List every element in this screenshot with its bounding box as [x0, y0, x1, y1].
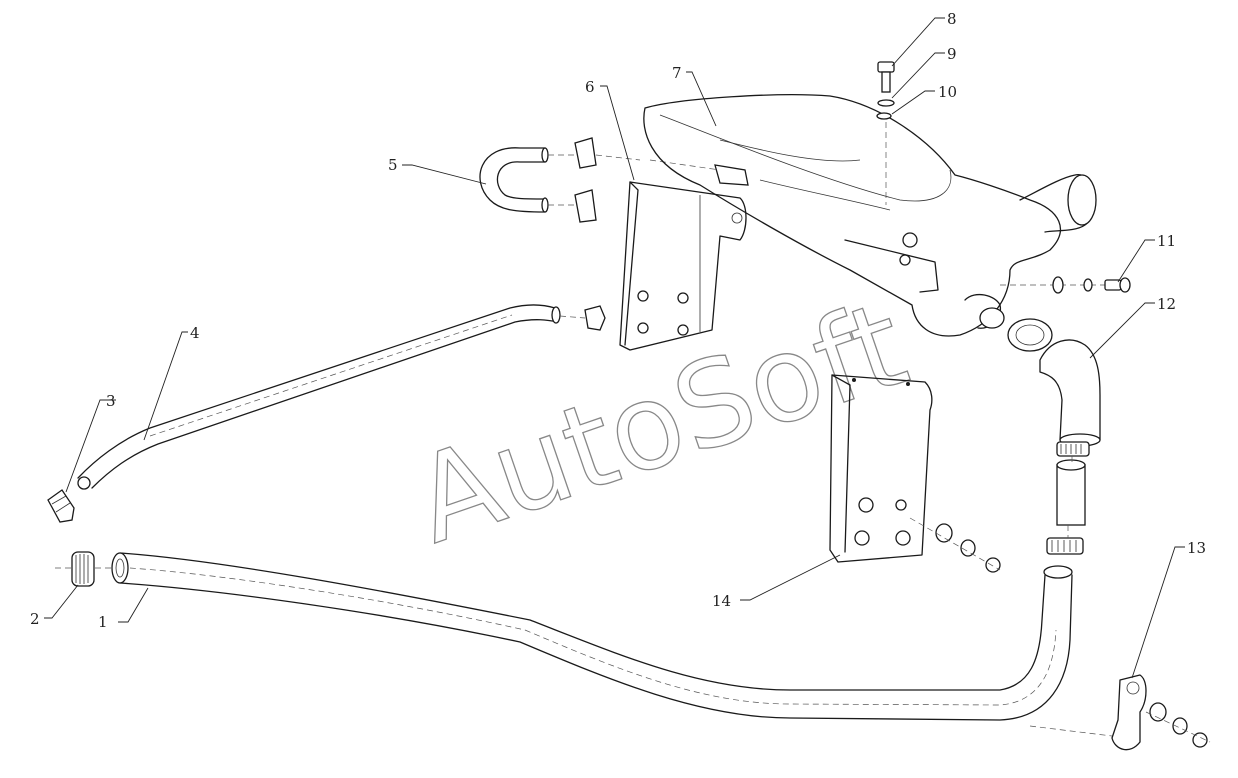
callout-12: 12 [1157, 295, 1176, 313]
part-11-bolt-washers [1000, 276, 1131, 294]
part-7-tank [643, 94, 1097, 337]
callout-2: 2 [30, 610, 40, 628]
part-14-lower-bracket [829, 374, 1001, 573]
part-4-pipe [77, 304, 606, 490]
callout-7: 7 [672, 64, 682, 82]
part-6-bracket [619, 159, 747, 351]
callout-10: 10 [938, 83, 957, 101]
part-5-u-hose [479, 137, 641, 223]
callout-13: 13 [1187, 539, 1206, 557]
callout-1: 1 [98, 613, 108, 631]
callout-6: 6 [585, 78, 595, 96]
callouts: 1 2 3 4 5 6 7 8 9 10 11 12 13 14 [30, 10, 1206, 679]
callout-14: 14 [712, 592, 731, 610]
part-13-clip [1029, 674, 1211, 751]
callout-3: 3 [106, 392, 116, 410]
callout-8: 8 [947, 10, 957, 28]
part-12-elbow-hose [1007, 318, 1101, 555]
callout-9: 9 [947, 45, 957, 63]
callout-5: 5 [388, 156, 398, 174]
callout-4: 4 [190, 324, 200, 342]
part-3-fitting [47, 489, 75, 523]
parts-8-10-bolt-washers [876, 61, 895, 205]
part-1-long-hose [111, 552, 1073, 721]
callout-11: 11 [1157, 232, 1176, 250]
part-2-hose-clamp [55, 551, 115, 587]
